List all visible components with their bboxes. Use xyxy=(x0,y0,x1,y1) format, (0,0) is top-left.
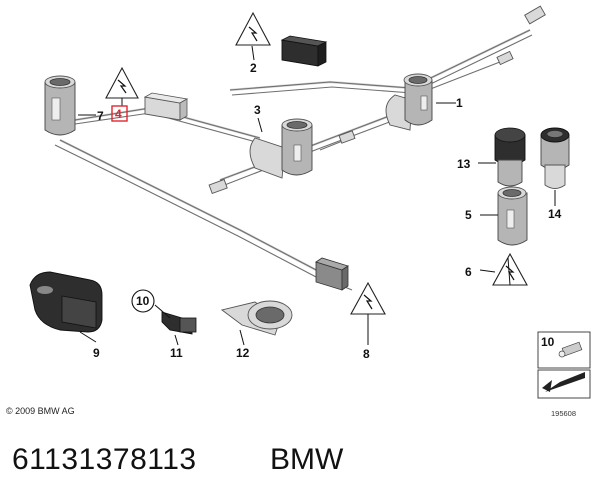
callout-4-highlight-box xyxy=(111,105,128,122)
callout-10-circle xyxy=(131,289,155,313)
callout-2: 2 xyxy=(250,61,257,75)
warning-triangle-2 xyxy=(235,11,271,46)
warning-triangle-4 xyxy=(105,66,139,99)
socket-3 xyxy=(249,118,313,179)
wire-module-bottom xyxy=(315,257,349,291)
cover-9 xyxy=(29,271,103,333)
footer-part-number: 61131378113 xyxy=(12,443,197,476)
leader-lines xyxy=(78,45,556,346)
callout-12: 12 xyxy=(236,346,250,360)
callout-5: 5 xyxy=(465,208,472,222)
bezel-12 xyxy=(220,300,293,336)
legend-box: 10 xyxy=(537,331,591,399)
wire-module-left xyxy=(143,92,189,121)
legend-callout-10: 10 xyxy=(541,335,555,349)
callout-1: 1 xyxy=(456,96,463,110)
document-number: 195608 xyxy=(551,409,577,418)
parts-diagram: 1 2 3 4 5 6 7 8 9 10 11 12 13 14 10 xyxy=(29,5,591,399)
socket-5 xyxy=(497,186,528,246)
warning-triangle-8 xyxy=(350,281,386,315)
callout-8: 8 xyxy=(363,347,370,361)
callout-6: 6 xyxy=(465,265,472,279)
callout-9: 9 xyxy=(93,346,100,360)
callouts: 1 2 3 4 5 6 7 8 9 10 11 12 13 14 xyxy=(93,61,562,361)
connector-top-right xyxy=(524,5,546,25)
copyright-text: © 2009 BMW AG xyxy=(6,406,75,416)
callout-3: 3 xyxy=(254,103,261,117)
callout-11: 11 xyxy=(170,346,183,360)
connector-mid xyxy=(338,130,356,144)
footer-brand: BMW xyxy=(270,443,344,476)
cap-13 xyxy=(494,127,526,187)
lighter-14 xyxy=(540,127,570,189)
legend-arrow-icon xyxy=(542,372,585,392)
callout-14: 14 xyxy=(548,207,562,221)
connector-right xyxy=(496,50,514,66)
wire-module-top xyxy=(280,35,328,67)
legend-part-icon xyxy=(558,341,583,358)
callout-4: 4 xyxy=(115,107,122,121)
socket-7 xyxy=(44,75,76,136)
connector-lower xyxy=(208,178,228,195)
socket-1 xyxy=(385,73,433,131)
callout-10: 10 xyxy=(136,294,150,308)
callout-7: 7 xyxy=(97,109,104,123)
callout-13: 13 xyxy=(457,157,471,171)
